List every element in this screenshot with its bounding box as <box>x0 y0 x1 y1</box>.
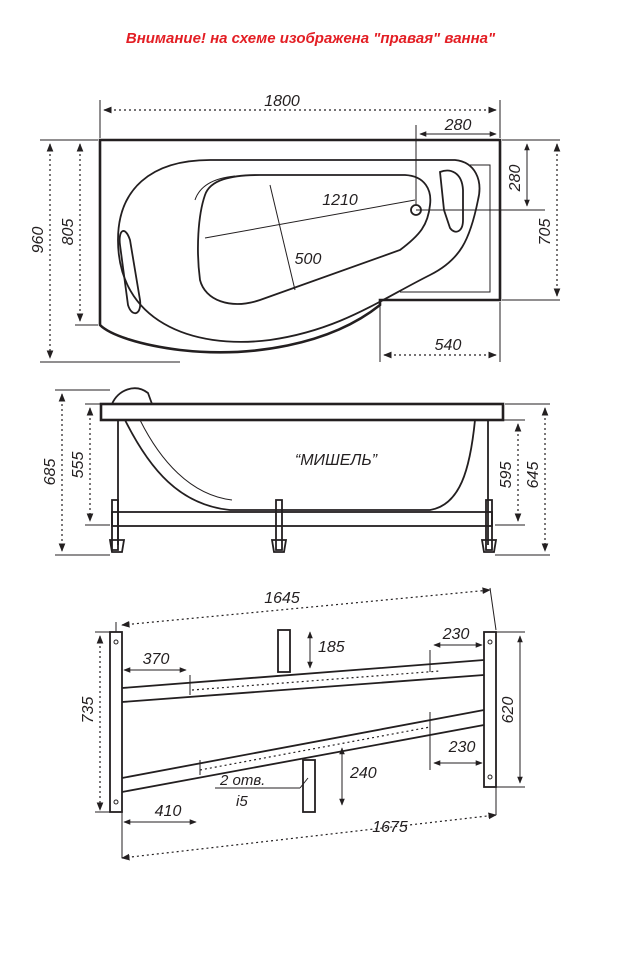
bowl-rim <box>117 159 481 343</box>
tub-rim <box>99 402 505 422</box>
dim-bowl-width: 500 <box>295 251 322 268</box>
frame-post-bottom-middle <box>302 759 316 813</box>
dim-right-height: 620 <box>500 697 517 724</box>
side-view: “МИШЕЛЬ” 685 555 595 645 <box>42 387 550 556</box>
warning-notice: Внимание! на схеме изображена "правая" в… <box>125 30 496 47</box>
dim-total-height: 685 <box>42 459 59 486</box>
dim-length: 1800 <box>264 93 300 110</box>
right-pocket <box>439 169 464 233</box>
tub-outline <box>98 138 502 354</box>
dim-230-top: 230 <box>442 626 470 643</box>
dim-height-left: 555 <box>70 452 87 479</box>
frame-beam-bottom <box>121 709 485 793</box>
dim-240: 240 <box>349 765 377 782</box>
dim-drain-y: 280 <box>507 165 524 193</box>
dim-bowl-length: 1210 <box>322 192 358 209</box>
dim-185: 185 <box>318 639 345 656</box>
dim-410: 410 <box>155 803 182 820</box>
frame-bar <box>111 511 493 527</box>
dim-right-part: 540 <box>435 337 462 354</box>
dim-230-bottom: 230 <box>448 739 476 756</box>
dim-drain-x: 280 <box>444 117 472 134</box>
dim-width: 960 <box>30 227 47 254</box>
dim-width-inner: 805 <box>60 219 77 246</box>
dim-height-right: 645 <box>525 462 542 489</box>
model-name: “МИШЕЛЬ” <box>295 452 378 469</box>
dim-height-right-inner: 595 <box>498 462 515 489</box>
top-view: 1800 280 280 705 960 805 540 1210 500 <box>30 93 561 363</box>
dim-370: 370 <box>143 651 170 668</box>
dim-top-length: 1645 <box>264 590 300 607</box>
holes-label: 2 отв. <box>219 772 265 789</box>
dim-left-height: 735 <box>80 697 97 724</box>
frame-view: 1645 1675 735 620 370 185 230 230 240 <box>80 587 525 861</box>
frame-post-top-middle <box>277 629 291 673</box>
bowl-inner <box>197 174 432 305</box>
tub-body <box>124 419 476 511</box>
dim-right-width: 705 <box>537 219 554 246</box>
frame-post-left <box>109 631 123 813</box>
dim-bottom-length: 1675 <box>372 819 408 836</box>
headrest <box>118 230 142 314</box>
holes-size: i5 <box>236 793 248 810</box>
frame-beam-top <box>121 659 485 703</box>
frame-post-right <box>483 631 497 788</box>
